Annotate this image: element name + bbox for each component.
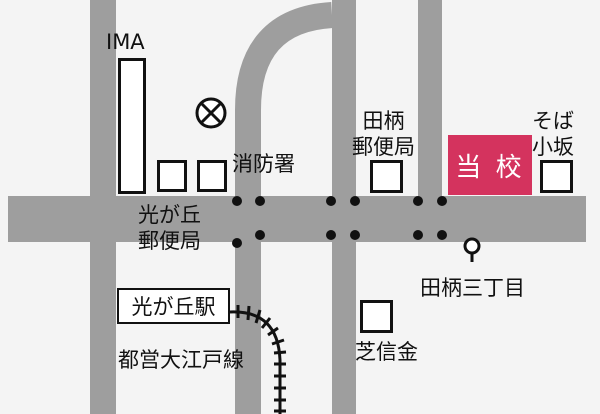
shiba-shinkin-building xyxy=(360,300,393,333)
ima-building xyxy=(118,58,146,194)
traffic-signal-icon xyxy=(350,230,360,240)
traffic-signal-icon xyxy=(437,230,447,240)
hikarigaoka-post-office-building xyxy=(157,160,187,192)
traffic-signal-icon xyxy=(232,196,242,206)
hikarigaoka-post-office-label: 光が丘 郵便局 xyxy=(138,203,201,253)
fire-station-building xyxy=(197,160,227,192)
hikarigaoka-station: 光が丘駅 xyxy=(117,288,230,324)
school-marker: 当 校 xyxy=(448,135,532,195)
traffic-signal-icon xyxy=(413,230,423,240)
tagara-post-office-building xyxy=(370,160,403,193)
traffic-signal-icon xyxy=(437,196,447,206)
bus-stop-icon xyxy=(463,237,481,262)
traffic-signal-icon xyxy=(232,238,242,248)
traffic-signal-icon xyxy=(255,196,265,206)
tagara-3chome-label: 田柄三丁目 xyxy=(420,276,525,300)
traffic-signal-icon xyxy=(326,230,336,240)
tagara-post-office-label: 田柄 郵便局 xyxy=(352,109,415,159)
police-box-icon xyxy=(195,97,227,129)
traffic-signal-icon xyxy=(326,196,336,206)
road-curved xyxy=(235,2,334,414)
traffic-signals xyxy=(232,196,447,248)
fire-station-label: 消防署 xyxy=(232,152,295,176)
traffic-signal-icon xyxy=(350,196,360,206)
railway-track-icon xyxy=(229,305,287,414)
toei-oedo-line-label: 都営大江戸線 xyxy=(118,348,244,372)
traffic-signal-icon xyxy=(255,230,265,240)
sobakosaka-label: そば 小坂 xyxy=(532,109,574,159)
sobakosaka-building xyxy=(540,160,573,193)
shiba-shinkin-label: 芝信金 xyxy=(355,340,418,364)
road-vertical-right xyxy=(418,0,442,200)
ima-label: IMA xyxy=(106,30,145,54)
traffic-signal-icon xyxy=(413,196,423,206)
road-main-horizontal xyxy=(8,196,586,242)
